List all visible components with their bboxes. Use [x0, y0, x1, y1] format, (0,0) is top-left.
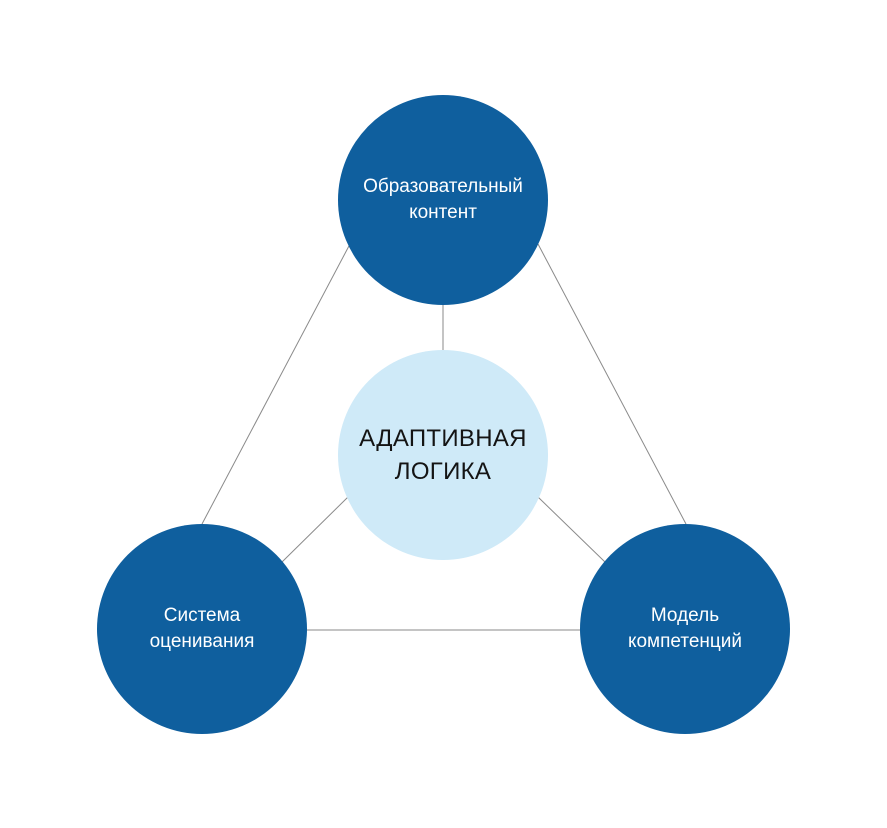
node-assessment-system: Система оценивания: [97, 524, 307, 734]
node-assessment-system-line-1: Система: [163, 605, 241, 626]
node-educational-content-line-1: Образовательный: [363, 176, 523, 197]
node-competency-model: Модель компетенций: [580, 524, 790, 734]
node-competency-model-line-1: Модель: [650, 605, 720, 626]
edge-top-right: [537, 243, 687, 525]
edge-center-left: [281, 496, 349, 563]
node-educational-content: Образовательный контент: [338, 95, 548, 305]
edge-top-left: [201, 243, 351, 525]
node-adaptive-logic-line-2: ЛОГИКА: [394, 458, 492, 485]
node-educational-content-line-2: контент: [409, 202, 477, 223]
node-competency-model-line-2: компетенций: [627, 631, 743, 652]
node-adaptive-logic-line-1: АДАПТИВНАЯ: [359, 425, 527, 452]
node-adaptive-logic: АДАПТИВНАЯ ЛОГИКА: [338, 350, 548, 560]
edge-center-right: [537, 496, 606, 563]
node-assessment-system-line-2: оценивания: [149, 631, 255, 652]
